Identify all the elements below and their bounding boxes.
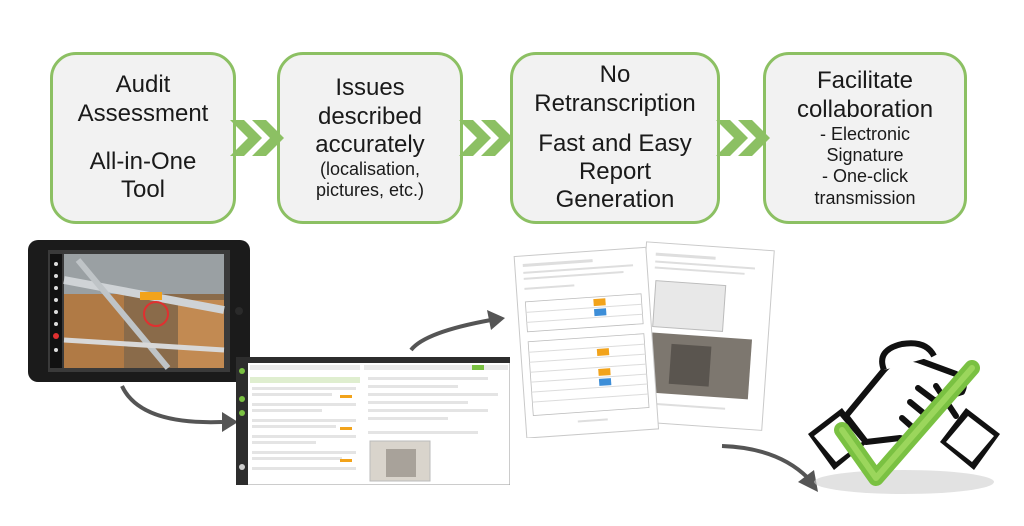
chevron-arrow-icon [459, 120, 513, 156]
step-sub-line: transmission [814, 187, 916, 208]
step-line: Assessment [77, 99, 209, 127]
step-sub-line: (localisation, [319, 159, 421, 180]
step-line: Tool [120, 176, 166, 204]
curved-arrow-icon [721, 444, 818, 492]
chevron-arrow-icon [230, 120, 284, 156]
handshake-check-icon [808, 340, 1000, 494]
step-sub-line: Signature [826, 145, 904, 166]
step-line: Generation [555, 186, 675, 214]
step-sub-line: - One-click [821, 166, 908, 187]
step-sub-line: pictures, etc.) [315, 180, 425, 201]
step-line: Facilitate [816, 67, 914, 95]
step-line: described [317, 102, 423, 130]
curved-arrow-icon [409, 310, 505, 352]
step-box-audit: Audit Assessment All-in-One Tool [50, 52, 236, 224]
chevron-arrow-icon [716, 120, 770, 156]
step-line: collaboration [796, 95, 934, 123]
step-box-report: No Retranscription Fast and Easy Report … [510, 52, 720, 224]
step-line: Issues [335, 74, 405, 102]
step-line: accurately [315, 130, 425, 158]
tablet-illustration [28, 240, 250, 382]
step-line: Report [578, 158, 652, 186]
step-line: Retranscription [534, 89, 696, 117]
report-pages-illustration [513, 241, 775, 438]
step-line: Audit [115, 71, 171, 99]
step-sub-line: - Electronic [819, 123, 911, 144]
step-box-collaboration: Facilitate collaboration - Electronic Si… [763, 52, 967, 224]
step-line: No [599, 61, 631, 89]
step-line: All-in-One [89, 148, 197, 175]
step-box-issues: Issues described accurately (localisatio… [277, 52, 463, 224]
step-line: Fast and Easy [538, 129, 692, 157]
app-window-illustration [236, 357, 510, 485]
curved-arrow-icon [120, 385, 238, 432]
